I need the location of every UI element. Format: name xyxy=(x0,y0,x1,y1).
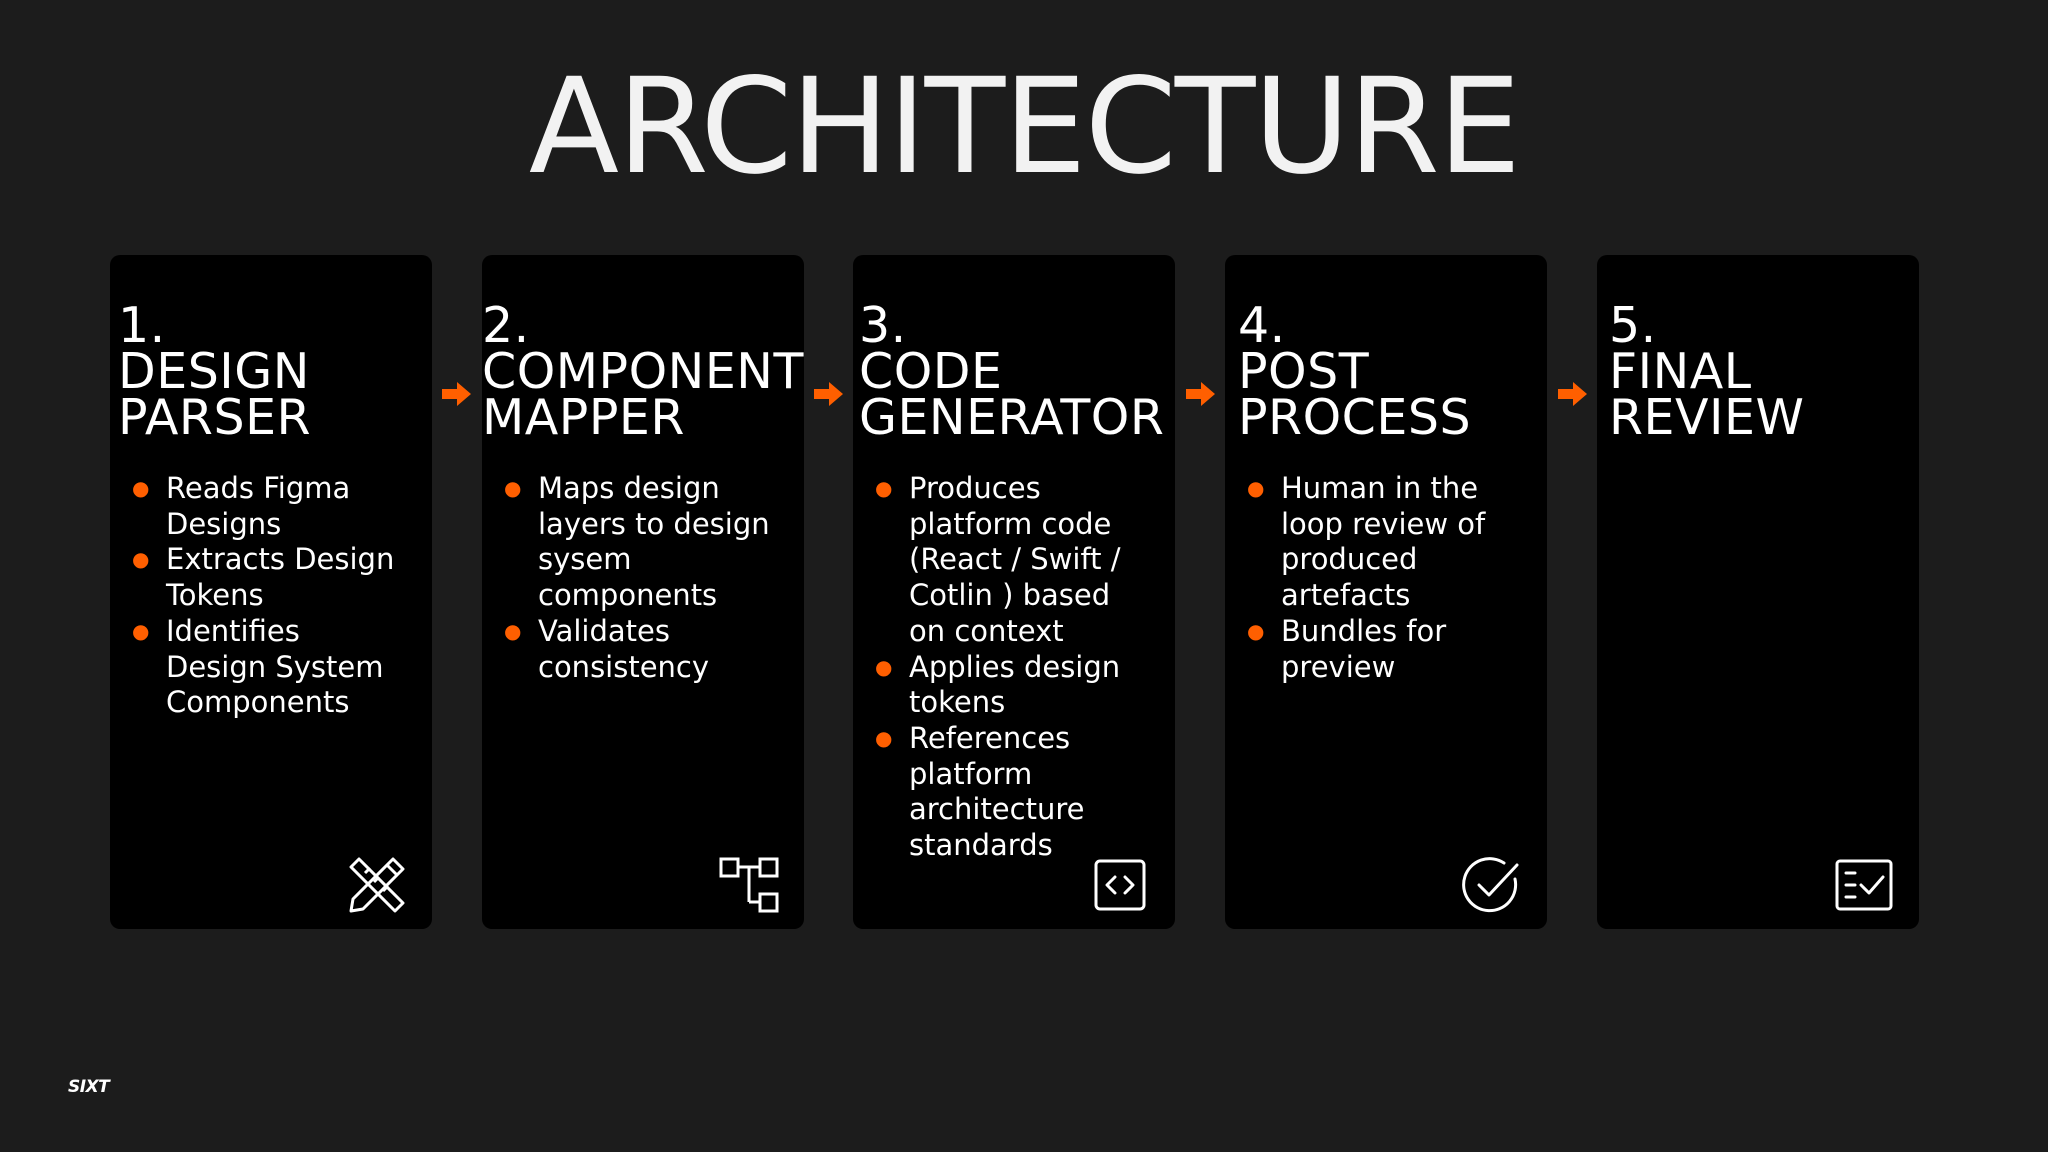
bullet-dot: ● xyxy=(1247,476,1265,500)
bullet-line: Maps design xyxy=(538,471,720,505)
step-title-line: PARSER xyxy=(118,389,312,446)
step-card-post-process: 4. POST PROCESS ● Human in the loop revi… xyxy=(1225,255,1547,929)
bullet-line: sysem xyxy=(538,542,632,577)
step-title-line: POST xyxy=(1238,343,1370,400)
bullet-line: tokens xyxy=(909,685,1006,720)
bullet-line: Produces xyxy=(909,471,1041,505)
step-heading: 5. FINAL REVIEW xyxy=(1609,297,1805,446)
checklist-icon xyxy=(1835,859,1893,911)
bullet-dot: ● xyxy=(875,725,893,750)
bullet-dot: ● xyxy=(875,476,893,500)
bullet-line: Tokens xyxy=(166,578,264,613)
bullet-line: Extracts Design xyxy=(166,542,395,577)
bullet-item: ● Identifies Design System Components xyxy=(132,614,422,721)
bullet-item: ● Validates consistency xyxy=(504,614,794,685)
bullet-line: layers to design xyxy=(538,506,770,541)
flow-arrow-icon xyxy=(1558,382,1587,406)
step-title-line: DESIGN xyxy=(118,343,310,400)
step-bullet-list: ● Produces platform code (React / Swift … xyxy=(875,471,1165,864)
bullet-line: Validates xyxy=(538,613,670,648)
step-card-final-review: 5. FINAL REVIEW xyxy=(1597,255,1919,929)
bullet-line: Cotlin ) based xyxy=(909,578,1111,613)
bullet-line: Applies design xyxy=(909,649,1121,684)
bullet-line: References xyxy=(909,720,1071,755)
code-icon xyxy=(1094,859,1146,911)
step-card-design-parser: 1. DESIGN PARSER ● Reads Figma Designs ●… xyxy=(110,255,432,929)
bullet-item: ● Produces platform code (React / Swift … xyxy=(875,471,1165,650)
page-title: ARCHITECTURE xyxy=(528,50,1521,204)
step-title-line: PROCESS xyxy=(1238,389,1472,446)
flow-arrow-icon xyxy=(814,382,843,406)
step-number: 1. xyxy=(118,297,166,354)
bullet-dot: ● xyxy=(132,618,150,643)
step-card-code-generator: 3. CODE GENERATOR ● Produces platform co… xyxy=(853,255,1175,929)
bullet-dot: ● xyxy=(1247,618,1265,643)
bullet-dot: ● xyxy=(132,547,150,572)
step-heading: 2. COMPONENT MAPPER xyxy=(482,297,804,446)
step-number: 2. xyxy=(482,297,530,354)
bullet-line: Bundles for xyxy=(1281,613,1447,648)
bullet-line: consistency xyxy=(538,649,710,684)
step-title-line: CODE xyxy=(859,343,1003,400)
bullet-item: ● Maps design layers to design sysem com… xyxy=(504,471,794,614)
hierarchy-icon xyxy=(719,857,779,913)
ruler-pencil-icon xyxy=(349,857,405,913)
step-title-line: GENERATOR xyxy=(859,389,1165,446)
flow-arrow-icon xyxy=(1186,382,1215,406)
step-title-line: REVIEW xyxy=(1609,389,1805,446)
bullet-line: platform xyxy=(909,756,1033,791)
bullet-item: ● Human in the loop review of produced a… xyxy=(1247,471,1537,614)
bullet-dot: ● xyxy=(132,476,150,500)
bullet-dot: ● xyxy=(504,476,522,500)
bullet-line: Components xyxy=(166,685,350,720)
bullet-line: Reads Figma xyxy=(166,471,351,505)
step-heading: 1. DESIGN PARSER xyxy=(118,297,312,446)
bullet-line: on context xyxy=(909,613,1064,648)
bullet-line: artefacts xyxy=(1281,578,1411,613)
step-title-line: MAPPER xyxy=(482,389,685,446)
step-bullet-list: ● Reads Figma Designs ● Extracts Design … xyxy=(132,471,422,721)
bullet-line: platform code xyxy=(909,506,1112,541)
step-number: 3. xyxy=(859,297,907,354)
step-title-line: COMPONENT xyxy=(482,343,804,400)
step-title-line: FINAL xyxy=(1609,343,1752,400)
bullet-item: ● Extracts Design Tokens xyxy=(132,542,422,613)
bullet-dot: ● xyxy=(504,618,522,643)
bullet-line: Design System xyxy=(166,649,384,684)
bullet-dot: ● xyxy=(875,654,893,679)
step-number: 4. xyxy=(1238,297,1286,354)
bullet-line: (React / Swift / xyxy=(909,542,1121,577)
sixt-logo: SIXT xyxy=(68,1077,110,1097)
step-number: 5. xyxy=(1609,297,1657,354)
step-bullet-list: ● Human in the loop review of produced a… xyxy=(1247,471,1537,685)
check-circle-icon xyxy=(1462,857,1519,913)
step-bullet-list: ● Maps design layers to design sysem com… xyxy=(504,471,794,685)
bullet-line: Human in the xyxy=(1281,471,1479,505)
bullet-line: loop review of xyxy=(1281,506,1486,541)
bullet-line: Identifies xyxy=(166,613,300,648)
bullet-line: preview xyxy=(1281,649,1396,684)
bullet-line: architecture xyxy=(909,792,1085,827)
flow-arrow-icon xyxy=(442,382,471,406)
bullet-line: standards xyxy=(909,828,1053,863)
bullet-item: ● Applies design tokens xyxy=(875,650,1165,721)
bullet-line: produced xyxy=(1281,542,1418,577)
step-card-component-mapper: 2. COMPONENT MAPPER ● Maps design layers… xyxy=(482,255,804,929)
bullet-line: components xyxy=(538,578,718,613)
bullet-item: ● Reads Figma Designs xyxy=(132,471,422,542)
step-heading: 3. CODE GENERATOR xyxy=(859,297,1165,446)
bullet-item: ● Bundles for preview xyxy=(1247,614,1537,685)
bullet-item: ● References platform architecture stand… xyxy=(875,721,1165,864)
bullet-line: Designs xyxy=(166,506,282,541)
step-heading: 4. POST PROCESS xyxy=(1238,297,1472,446)
